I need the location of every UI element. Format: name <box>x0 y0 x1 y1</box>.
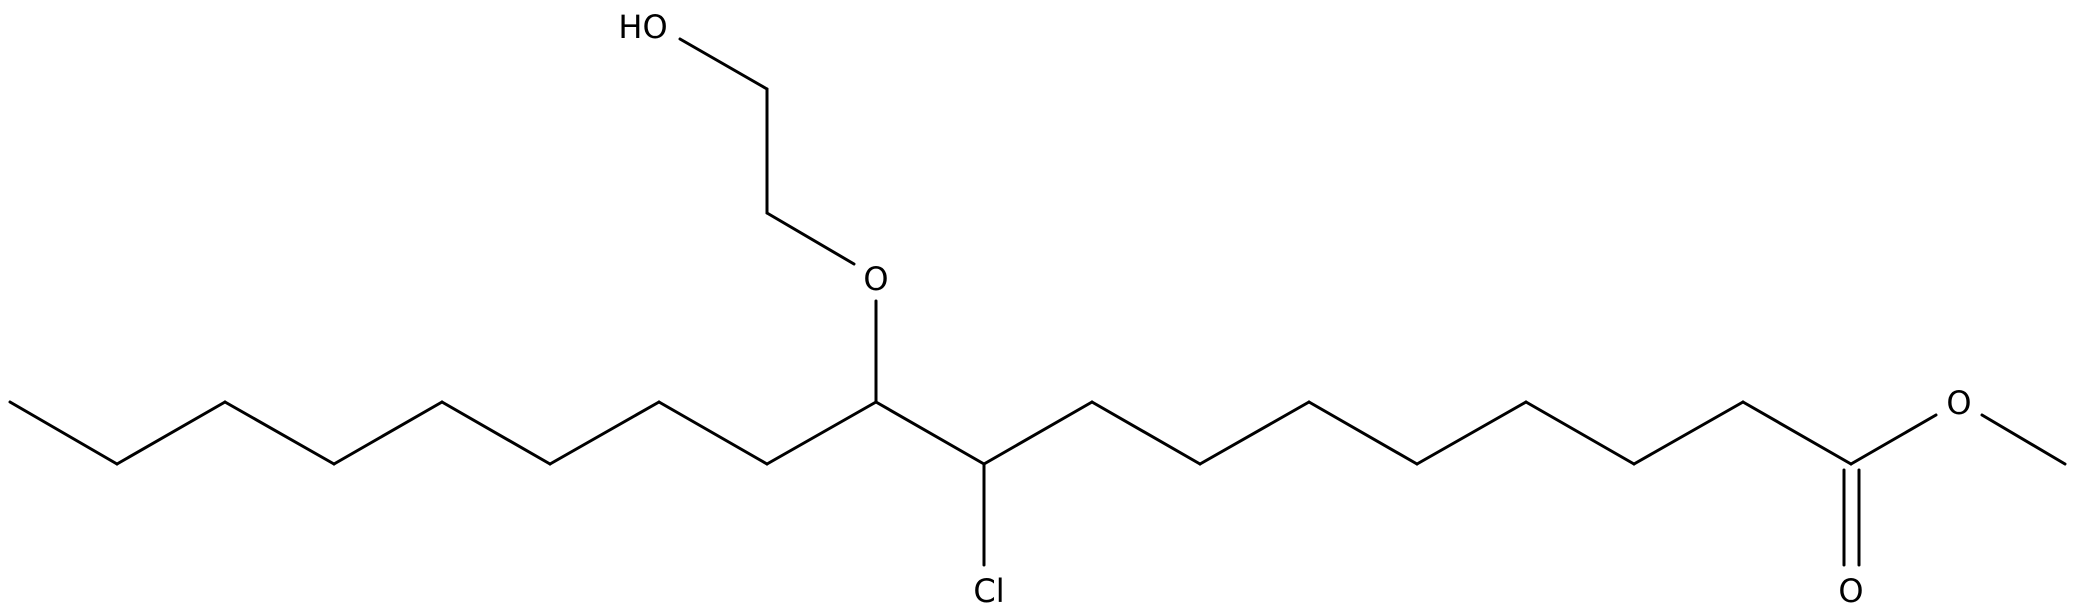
hydroxyl-label: HO <box>618 8 667 46</box>
carbonyl-oxygen-label: O <box>1838 572 1863 610</box>
bond <box>1849 413 1938 466</box>
bond <box>874 400 986 466</box>
bond <box>1415 400 1528 466</box>
bond <box>115 400 227 466</box>
bond <box>1632 400 1745 466</box>
bond <box>765 211 856 266</box>
bond <box>765 400 878 466</box>
chlorine-label: Cl <box>973 572 1004 610</box>
central-chain <box>874 400 1094 466</box>
ether-oxygen-label: O <box>863 260 888 298</box>
methyl-ester-group: O O <box>1838 384 2067 610</box>
bond <box>657 400 769 466</box>
alkyl-chain-right <box>1090 400 1853 466</box>
bond <box>1307 400 1419 466</box>
bond <box>440 400 552 466</box>
hydroxyethoxy-group: O HO <box>618 8 889 404</box>
chloro-group: Cl <box>973 462 1005 610</box>
bond <box>982 400 1094 466</box>
alkyl-chain-left <box>8 400 878 466</box>
bond <box>223 400 336 466</box>
ester-oxygen-label: O <box>1946 384 1971 422</box>
bond <box>678 37 769 91</box>
bond <box>1741 400 1853 466</box>
bond <box>1198 400 1311 466</box>
bond <box>548 400 661 466</box>
bond <box>1090 400 1202 466</box>
bond <box>332 400 444 466</box>
bond <box>8 400 119 466</box>
bond <box>1980 413 2067 466</box>
bond <box>1524 400 1636 466</box>
